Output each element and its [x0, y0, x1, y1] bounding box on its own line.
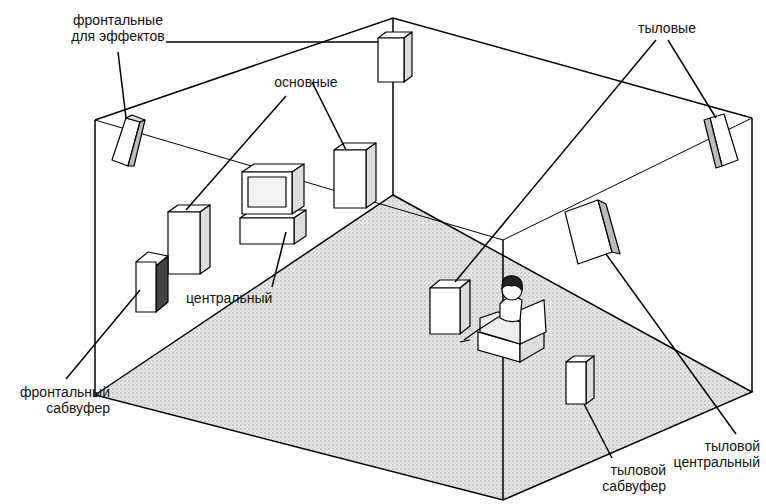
speakers — [112, 32, 738, 404]
rear-label: тыловые — [632, 20, 702, 36]
main-label: основные — [270, 74, 342, 90]
rear-center-label: тыловой центральный — [662, 438, 760, 470]
leader-lines — [66, 40, 736, 458]
rear-sub-label: тыловой сабвуфер — [582, 462, 666, 494]
room-edges — [95, 18, 752, 500]
effects-label: фронтальные для эффектов — [66, 12, 170, 44]
front-sub-label: фронтальный сабвуфер — [4, 384, 110, 416]
center-label: центральный — [186, 290, 296, 306]
floor — [95, 195, 752, 500]
listener-figure — [460, 276, 546, 362]
